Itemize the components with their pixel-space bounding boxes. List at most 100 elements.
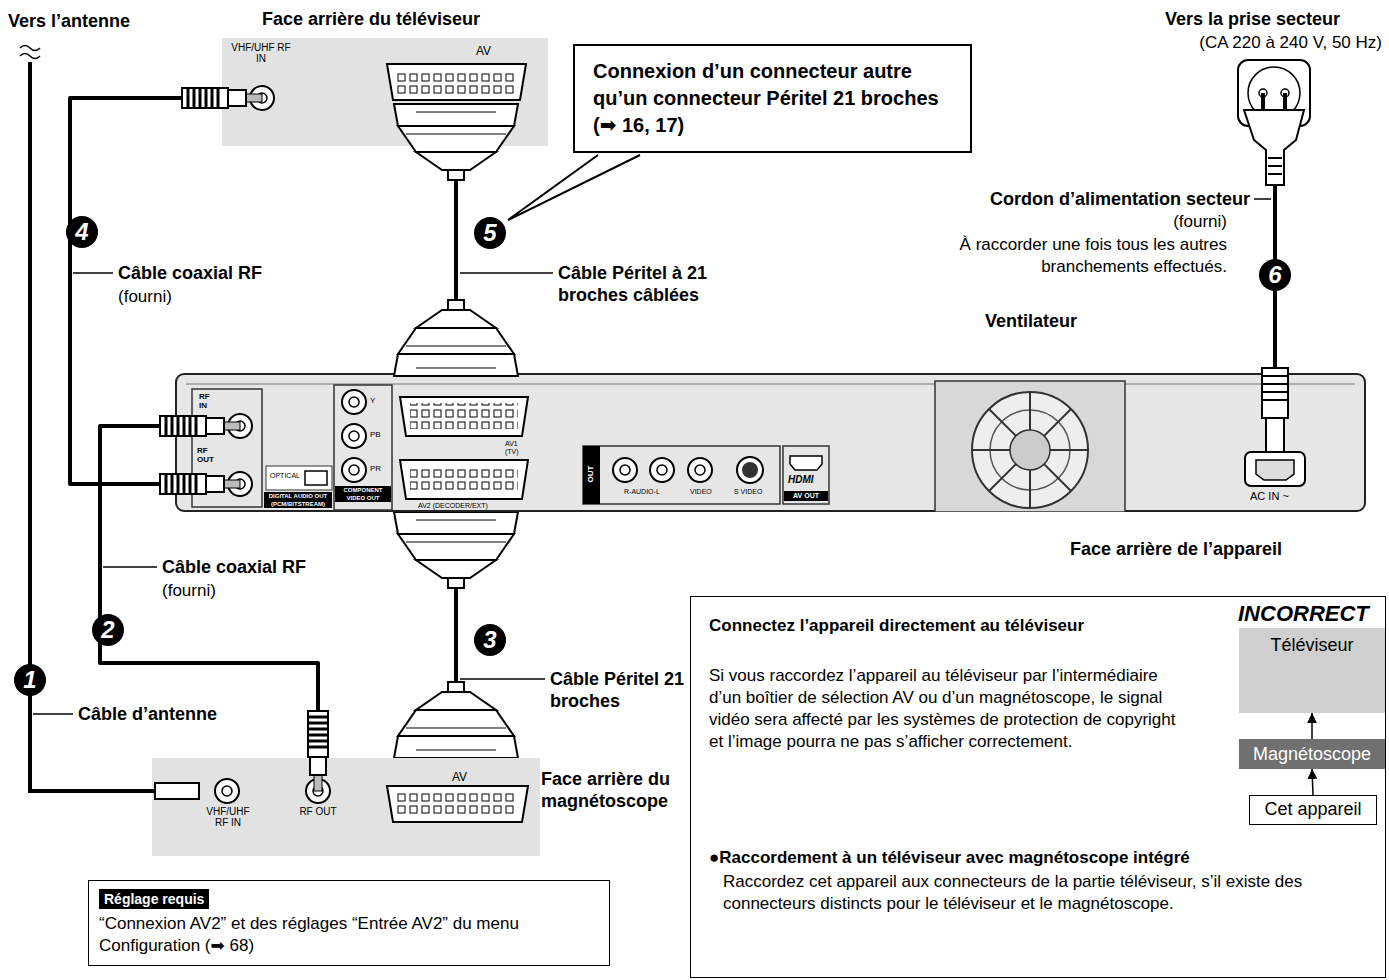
tv-panel-drawing	[387, 64, 526, 100]
recorder-panel-drawing	[1245, 452, 1305, 486]
part-label: Ventilateur	[985, 310, 1077, 332]
unit-box: Cet appareil	[1249, 795, 1377, 825]
recorder-panel-drawing	[1262, 373, 1288, 418]
part-label: INCORRECT	[1238, 601, 1369, 627]
recorder-panel-drawing	[650, 458, 674, 482]
vcr-panel-drawing	[215, 779, 239, 803]
wiring-illustration	[394, 682, 518, 758]
callout-number: 3	[474, 624, 506, 656]
node-heading: Connexion d’un connecteur autre qu’un co…	[593, 58, 952, 139]
wiring-illustration	[460, 272, 553, 274]
node-heading: Face arrière du téléviseur	[262, 8, 562, 30]
recorder-panel-drawing	[783, 446, 829, 504]
wiring-illustration	[394, 104, 518, 180]
node-text: Raccordez cet appareil aux connecteurs d…	[723, 871, 1373, 915]
wiring-illustration	[1273, 185, 1277, 368]
node-heading: Connectez l’appareil directement au télé…	[709, 615, 1149, 636]
recorder-panel-drawing	[176, 374, 1365, 511]
wiring-illustration	[1268, 158, 1282, 174]
recorder-panel-drawing	[175, 474, 240, 494]
recorder-panel-drawing	[334, 385, 392, 510]
wiring-illustration	[33, 713, 73, 715]
vcr-panel-drawing	[155, 783, 199, 799]
part-label: (fourni)	[162, 580, 216, 602]
wiring-illustration	[1266, 418, 1284, 452]
recorder-panel-drawing	[613, 458, 637, 482]
recorder-panel-drawing	[1010, 430, 1050, 470]
vcr-panel-drawing	[308, 758, 328, 791]
node-text: ●Raccordement à un téléviseur avec magné…	[709, 847, 1379, 869]
setting-box: Réglage requis “Connexion AV2” et des rég…	[88, 880, 610, 966]
node-heading: Face arrière de l’appareil	[1070, 538, 1370, 560]
vcr-box: Magnétoscope	[1239, 739, 1385, 769]
arrow	[1312, 769, 1313, 795]
node-text: “Connexion AV2” et des réglages “Entrée …	[99, 913, 599, 957]
node-heading: Cet appareil	[1250, 796, 1376, 823]
node-text: Si vous raccordez l’appareil au télévise…	[709, 665, 1189, 753]
wiring-illustration	[30, 62, 160, 791]
recorder-panel-drawing	[583, 446, 600, 504]
wiring-illustration	[394, 512, 518, 588]
recorder-panel-drawing	[175, 373, 1366, 512]
wiring-illustration	[460, 678, 545, 680]
part-label: (fourni)	[118, 286, 172, 308]
recorder-panel-drawing	[972, 392, 1088, 508]
part-label: Câble d’antenne	[78, 703, 217, 725]
recorder-panel-drawing	[935, 381, 1125, 512]
recorder-panel-drawing	[1256, 460, 1294, 480]
tv-panel-drawing	[394, 104, 518, 146]
recorder-panel-drawing	[400, 397, 528, 436]
callout-number: 2	[92, 614, 124, 646]
vcr-panel-drawing	[152, 758, 540, 856]
part-label: Vers l’antenne	[8, 10, 130, 32]
wiring-illustration	[1262, 368, 1288, 418]
vcr-panel-drawing	[387, 786, 528, 822]
recorder-panel-drawing	[410, 403, 518, 429]
part-label: (CA 220 à 240 V, 50 Hz)	[1082, 32, 1382, 54]
wiring-illustration	[1254, 198, 1271, 200]
callout-number: 4	[66, 216, 98, 248]
recorder-panel-drawing	[305, 471, 327, 485]
wiring-illustration	[20, 46, 40, 59]
recorder-panel-drawing	[737, 457, 763, 483]
vcr-panel-drawing	[152, 758, 540, 856]
node-heading: Face arrière du magnétoscope	[541, 768, 691, 812]
recorder-panel-drawing	[790, 456, 822, 470]
part-label: Câble coaxial RF	[118, 262, 262, 284]
recorder-panel-drawing	[410, 466, 518, 492]
recorder-panel-drawing	[266, 466, 332, 490]
tv-box: Téléviseur	[1239, 628, 1385, 713]
node-heading: Magnétoscope	[1239, 739, 1385, 769]
recorder-panel-drawing	[688, 458, 712, 482]
callout-number: 6	[1259, 259, 1291, 291]
wiring-illustration	[1244, 110, 1304, 185]
node-heading: Téléviseur	[1239, 634, 1385, 656]
callout-box: Connexion d’un connecteur autre qu’un co…	[573, 44, 972, 153]
part-label: Câble Péritel à 21 broches câblées	[558, 262, 758, 306]
recorder-rear-panel: Face arrière de l’appareil	[175, 373, 1366, 512]
callout-number: 5	[474, 217, 506, 249]
part-label: Câble coaxial RF	[162, 556, 306, 578]
recorder-panel-drawing	[972, 392, 1088, 508]
part-label: (fourni)	[905, 211, 1227, 233]
part-label: Cordon d’alimentation secteur	[895, 188, 1250, 210]
vcr-panel-drawing	[397, 792, 515, 816]
recorder-panel-drawing	[394, 373, 518, 376]
tv-rear-panel: Face arrière du téléviseur	[222, 38, 548, 146]
recorder-panel-drawing	[400, 460, 528, 499]
recorder-panel-drawing	[1262, 376, 1288, 400]
recorder-panel-drawing	[342, 390, 366, 414]
recorder-panel-drawing	[1266, 418, 1284, 452]
node-heading: Réglage requis	[99, 889, 209, 909]
note-box: Connectez l’appareil directement au télé…	[690, 596, 1386, 978]
part-label: Vers la prise secteur	[1040, 8, 1340, 30]
wiring-illustration	[394, 300, 518, 376]
wiring-illustration	[73, 272, 113, 274]
tv-panel-drawing	[396, 70, 516, 94]
part-label: À raccorder une fois tous les autres bra…	[905, 234, 1227, 278]
tv-panel-drawing	[222, 88, 262, 108]
recorder-panel-drawing	[742, 462, 758, 478]
arrow	[1311, 713, 1313, 739]
recorder-panel-drawing	[583, 446, 780, 504]
recorder-panel-drawing	[342, 458, 366, 482]
